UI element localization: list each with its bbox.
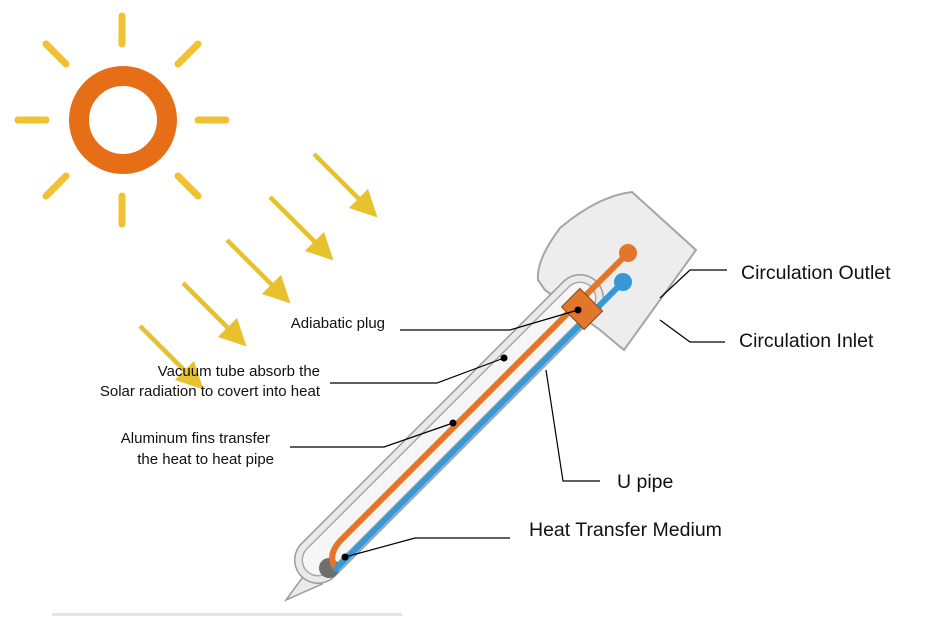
solar-radiation-arrow-icon: [312, 152, 378, 218]
label-heat-transfer-medium: Heat Transfer Medium: [529, 519, 722, 541]
leader-circulation-inlet: [659, 319, 725, 343]
label-vacuum-tube-line2: Solar radiation to covert into heat: [99, 383, 320, 400]
label-u-pipe: U pipe: [617, 471, 674, 493]
leader-dots: [341, 306, 582, 561]
bottom-divider: [52, 613, 402, 616]
circulation-inlet-cap: [614, 273, 632, 291]
leader-u-pipe: [545, 369, 600, 482]
sun-icon: [14, 12, 230, 228]
label-circulation-outlet: Circulation Outlet: [741, 262, 891, 284]
solar-radiation-arrow-icon: [181, 281, 247, 347]
label-aluminum-fins-line2: the heat to heat pipe: [137, 451, 274, 468]
solar-radiation-arrow-icon: [138, 324, 204, 390]
hot-pipe: [329, 250, 631, 572]
leader-lines: [290, 269, 727, 558]
leader-adiabatic-plug: [400, 309, 579, 331]
solar-radiation-arrow-icon: [268, 195, 334, 261]
leader-vacuum-tube: [330, 357, 505, 384]
solar-radiation-arrow-icon: [225, 238, 291, 304]
label-circulation-inlet: Circulation Inlet: [739, 330, 874, 352]
label-adiabatic-plug: Adiabatic plug: [290, 315, 385, 332]
leader-heat-transfer-medium: [344, 537, 510, 558]
label-aluminum-fins-line1: Aluminum fins transfer: [120, 430, 270, 447]
label-vacuum-tube-line1: Vacuum tube absorb the: [157, 363, 320, 380]
leader-aluminum-fins: [290, 422, 454, 448]
solar-radiation-arrows: [138, 152, 378, 390]
adiabatic-plug: [560, 287, 604, 331]
leader-circulation-outlet: [659, 269, 727, 299]
circulation-outlet-cap: [619, 244, 637, 262]
